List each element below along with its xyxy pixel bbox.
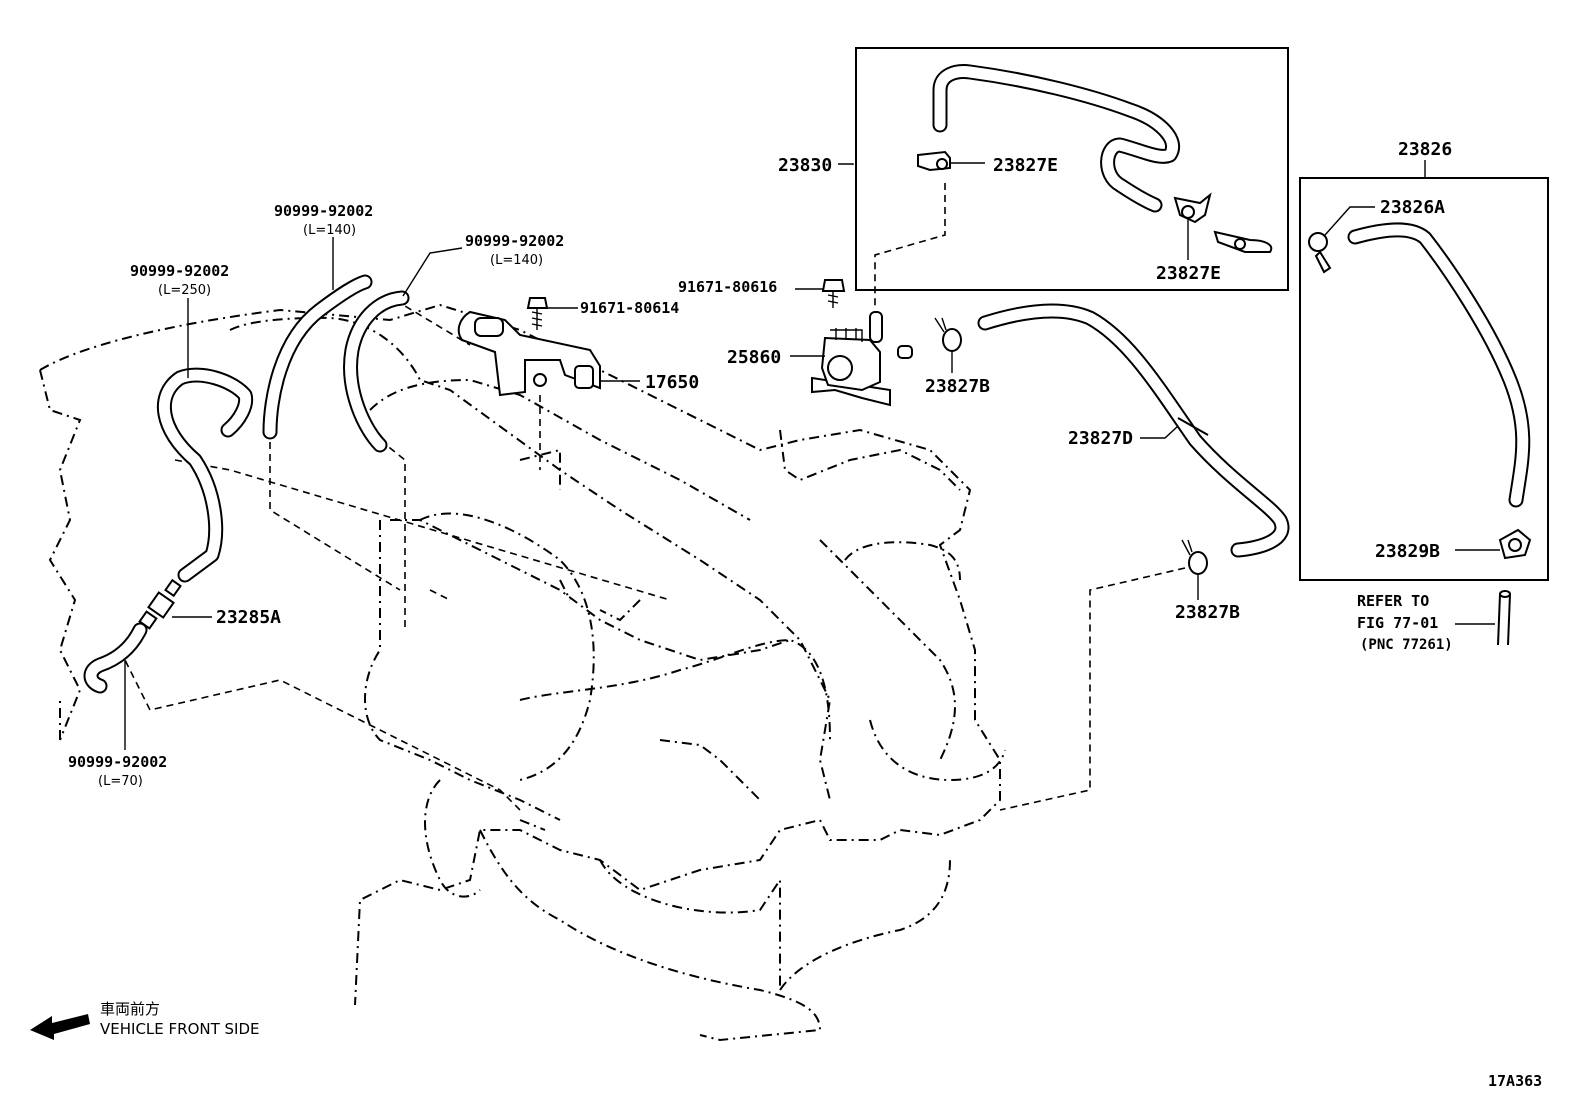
label-hose-l250: 90999-92002 bbox=[130, 262, 229, 280]
label-clamp-23827b-upper: 23827B bbox=[925, 376, 990, 397]
label-bracket-17650: 17650 bbox=[645, 372, 699, 393]
refer-pipe bbox=[1497, 590, 1511, 646]
engine-outline bbox=[39, 303, 1006, 1042]
label-hose-l140-a-length: (L=140) bbox=[303, 223, 356, 238]
connection-lines bbox=[119, 183, 1186, 811]
hose-90999-92002-l140-b bbox=[343, 290, 410, 453]
clamp-23827e-upper bbox=[917, 150, 951, 172]
label-bolt-91671-80616: 91671-80616 bbox=[678, 278, 777, 296]
hose-set-23830-box bbox=[855, 47, 1289, 291]
label-hose-l140-a: 90999-92002 bbox=[274, 202, 373, 220]
label-clamp-23827e-upper: 23827E bbox=[993, 155, 1058, 176]
label-bolt-91671-80614: 91671-80614 bbox=[580, 299, 679, 317]
bolt-91671-80614 bbox=[526, 297, 549, 330]
label-hose-l70: 90999-92002 bbox=[68, 753, 167, 771]
label-refer-line3: (PNC 77261) bbox=[1360, 637, 1453, 653]
clamp-23827b-lower bbox=[1181, 539, 1208, 575]
hose-90999-92002-l140-a bbox=[262, 274, 373, 440]
label-clamp-23827e-lower: 23827E bbox=[1156, 263, 1221, 284]
label-hose-l140-b-length: (L=140) bbox=[490, 253, 543, 268]
assy-23826-hose bbox=[1347, 222, 1531, 508]
label-hose-23827d: 23827D bbox=[1068, 428, 1133, 449]
label-refer-line1: REFER TO bbox=[1357, 592, 1429, 610]
clip-23829b bbox=[1498, 528, 1532, 560]
label-hose-l70-length: (L=70) bbox=[98, 774, 143, 789]
vsv-25860 bbox=[811, 311, 913, 407]
vacuum-valve-23285a bbox=[138, 578, 182, 630]
front-arrow-icon bbox=[30, 1014, 90, 1040]
label-clip-23826a: 23826A bbox=[1380, 197, 1445, 218]
label-clip-23829b: 23829B bbox=[1375, 541, 1440, 562]
bracket-17650 bbox=[457, 310, 601, 397]
label-refer-line2: FIG 77-01 bbox=[1357, 614, 1438, 632]
label-clamp-23827b-lower: 23827B bbox=[1175, 602, 1240, 623]
label-valve-23285a: 23285A bbox=[216, 607, 281, 628]
clamp-23827e-lower bbox=[1173, 192, 1212, 224]
clamp-23827b-upper bbox=[934, 317, 962, 352]
label-hose-l250-length: (L=250) bbox=[158, 283, 211, 298]
hose-90999-92002-l250 bbox=[157, 367, 254, 583]
hose-23827d bbox=[977, 303, 1290, 558]
hose-set-23830-nozzle bbox=[1213, 230, 1273, 253]
label-hose-set-23830: 23830 bbox=[778, 155, 832, 176]
label-vsv-25860: 25860 bbox=[727, 347, 781, 368]
label-assy-23826: 23826 bbox=[1398, 139, 1452, 160]
figure-id: 17A363 bbox=[1488, 1072, 1542, 1090]
assy-23826-box bbox=[1299, 177, 1549, 581]
hose-90999-92002-l70 bbox=[83, 622, 148, 694]
bolt-91671-80616 bbox=[821, 279, 846, 308]
label-front-en: VEHICLE FRONT SIDE bbox=[100, 1020, 260, 1038]
leader-lines bbox=[124, 162, 1500, 750]
label-hose-l140-b: 90999-92002 bbox=[465, 232, 564, 250]
clip-23826a bbox=[1308, 232, 1332, 274]
hose-set-23830-hose bbox=[932, 64, 1180, 213]
label-front-jp: 車両前方 bbox=[100, 1000, 160, 1018]
